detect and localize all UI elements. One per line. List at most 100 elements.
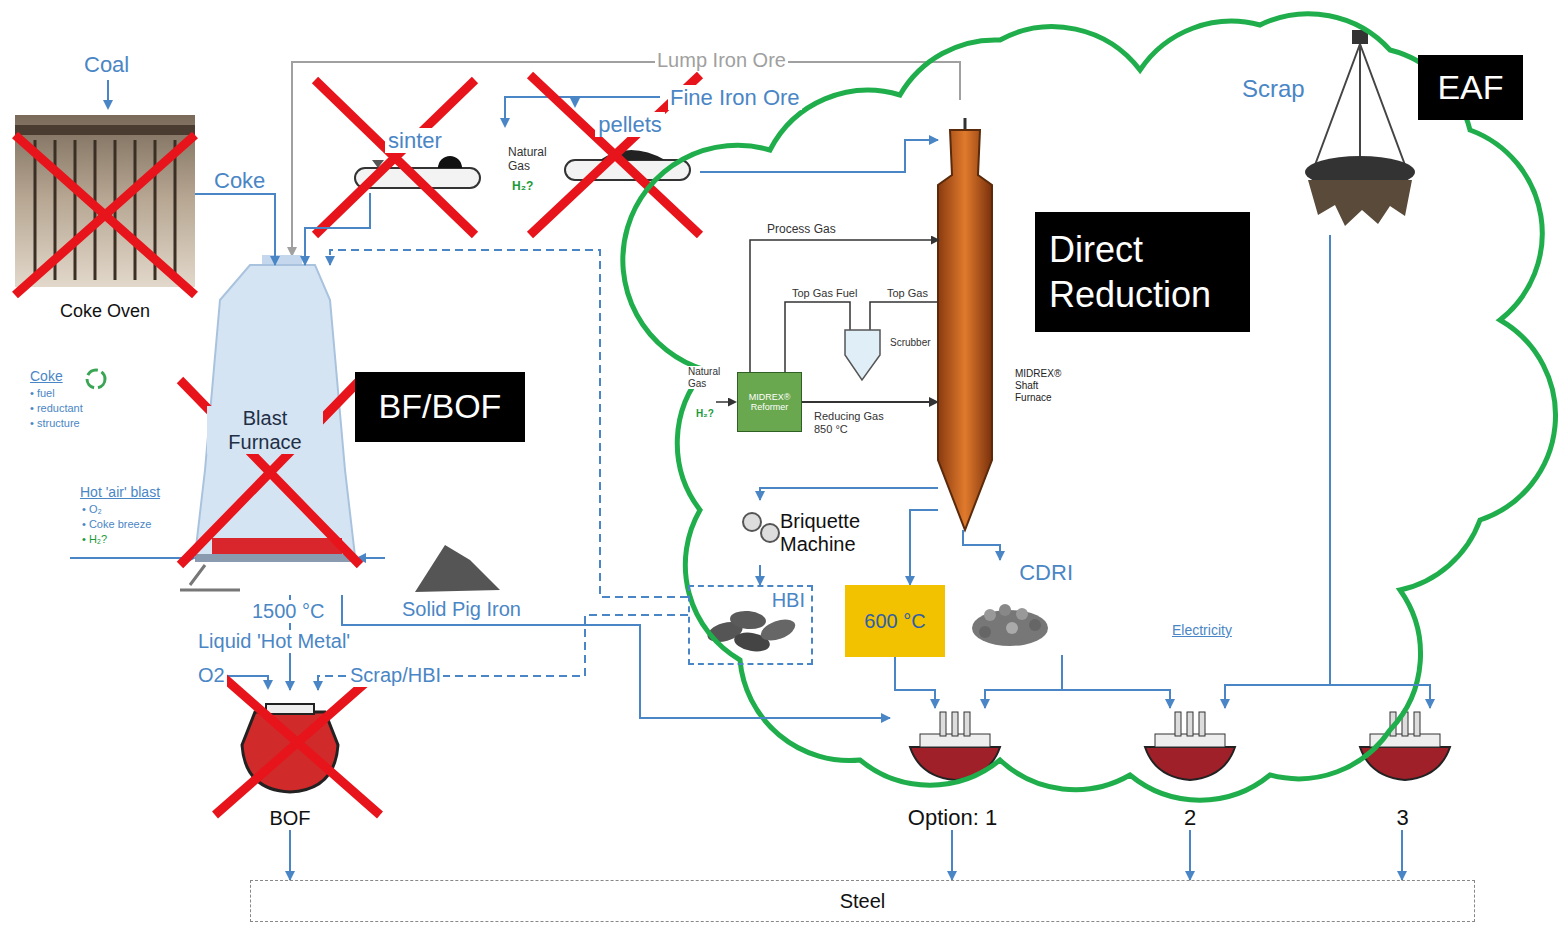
- blast-furnace: Blast Furnace: [185, 265, 345, 595]
- red-cross: [15, 75, 700, 815]
- node-label: MIDREX® Reformer: [740, 392, 799, 413]
- flow-arrow: [802, 401, 938, 403]
- flow-arrow: [330, 250, 688, 597]
- cdri-pellets: [999, 604, 1011, 616]
- process-tag: BF/BOF: [355, 372, 525, 442]
- scrap-magnet: Scrap: [1235, 25, 1415, 235]
- sinter-conveyor: [438, 156, 462, 168]
- scrap-magnet: [1305, 30, 1415, 226]
- eaf-furnace-drawing: [910, 712, 1450, 780]
- recycle-icon: [87, 370, 105, 388]
- flow-arrow: [289, 830, 291, 880]
- blast-furnace-drawing: [195, 554, 355, 562]
- node-label: Briquette Machine: [780, 510, 890, 556]
- annotation-label: Lump Iron Ore: [655, 49, 788, 72]
- annotation-label: Coke: [28, 368, 65, 384]
- coke-oven: Coke Oven: [15, 110, 195, 322]
- briquette-machine: Briquette Machine: [735, 500, 890, 565]
- scrubber-vessel: [845, 330, 880, 380]
- node-label: 600 °C: [864, 610, 925, 633]
- scrubber-vessel: [845, 330, 880, 380]
- eaf-furnace-drawing: [964, 712, 970, 736]
- node-label: Coke Oven: [57, 301, 153, 322]
- hbi-box: HBI: [688, 585, 813, 665]
- cdri-pellets: [984, 609, 996, 621]
- edge-label: Solid Pig Iron: [400, 598, 523, 621]
- annotation-label: Coal: [82, 52, 131, 77]
- steel-band: Steel: [250, 880, 1475, 922]
- shaft-furnace-drawing: [938, 118, 992, 530]
- annotation-label: • fuel: [28, 387, 57, 400]
- annotation-label: Electricity: [1170, 622, 1234, 638]
- edge-label: Coke: [212, 168, 267, 193]
- hot-blast-arrows: [70, 558, 385, 559]
- blast-furnace-drawing: [212, 538, 342, 554]
- node-label: CDRI: [1016, 560, 1076, 585]
- bof-converter: BOF: [230, 690, 350, 830]
- annotation-label: Scrubber: [888, 337, 933, 349]
- edge-label: Scrap/HBI: [348, 664, 443, 687]
- node-label: Blast Furnace: [207, 406, 323, 454]
- edge-label: Liquid 'Hot Metal': [196, 630, 352, 653]
- coke-oven-photo: [15, 115, 195, 287]
- cdri-pellets: [1006, 622, 1018, 634]
- flow-arrow: [195, 194, 275, 265]
- node-label: sinter: [385, 128, 445, 153]
- annotation-label: 1500 °C: [250, 600, 327, 623]
- bof-converter-drawing: [266, 704, 314, 714]
- node-label: Option: 1: [905, 805, 1000, 830]
- eaf-furnace-drawing: [940, 712, 946, 736]
- node-label: EAF: [1437, 68, 1503, 107]
- flow-arrow: [1401, 830, 1403, 880]
- red-cross: [315, 80, 475, 235]
- node-label: pellets: [595, 112, 665, 137]
- flow-arrow: [700, 140, 938, 172]
- annotation-label: Top Gas: [885, 287, 930, 300]
- node-label: HBI: [772, 589, 805, 612]
- eaf-furnace: Option: 1: [890, 708, 1015, 830]
- shaft-furnace-drawing: [938, 130, 992, 530]
- scrap-magnet: [1315, 44, 1405, 165]
- briquette-gears: [743, 513, 779, 542]
- gas-lines: [716, 401, 735, 403]
- red-cross: [15, 135, 195, 295]
- annotation-label: Process Gas: [765, 223, 838, 237]
- recycle-icon: [87, 370, 105, 388]
- shaft-furnace-drawing: [964, 118, 967, 130]
- eaf-furnace: 3: [1350, 708, 1455, 830]
- red-cross: [180, 380, 360, 565]
- cdri-pellets: [979, 626, 991, 638]
- pig-iron-pile: [415, 545, 500, 592]
- node-label: BF/BOF: [379, 387, 502, 426]
- flow-arrow: [910, 510, 938, 585]
- eaf-furnace-drawing: [952, 712, 958, 736]
- eaf-furnace-drawing: [1187, 712, 1193, 736]
- flow-arrow: [759, 565, 761, 585]
- blast-furnace-drawing: [180, 565, 240, 590]
- pig-iron-pile: [415, 545, 500, 592]
- process-tag: EAF: [1418, 55, 1523, 120]
- cdri-pellets: [1016, 608, 1028, 620]
- eaf-furnace-drawing: [1175, 712, 1181, 736]
- eaf-furnace-drawing: [910, 747, 1000, 780]
- cdri-pile: CDRI: [965, 560, 1080, 655]
- flow-arrow: [342, 595, 890, 718]
- flow-arrow: [1189, 830, 1191, 880]
- green-cloud: [623, 14, 1556, 800]
- flow-arrow: [963, 530, 1000, 560]
- annotation-label: Natural Gas: [506, 146, 554, 174]
- flow-arrow: [1062, 655, 1170, 708]
- green-cloud: [623, 14, 1556, 800]
- sinter-machine: sinter: [345, 128, 485, 193]
- eaf-furnace-drawing: [1145, 747, 1235, 780]
- annotation-label: Natural Gas: [686, 366, 730, 389]
- flow-arrow: [318, 615, 688, 690]
- process-tag: Direct Reduction: [1035, 212, 1250, 332]
- node-label: BOF: [266, 807, 313, 830]
- eaf-furnace-drawing: [1199, 712, 1205, 736]
- red-cross: [215, 670, 380, 815]
- cdri-pellets: [972, 604, 1048, 646]
- cdri-pellets: [972, 610, 1048, 646]
